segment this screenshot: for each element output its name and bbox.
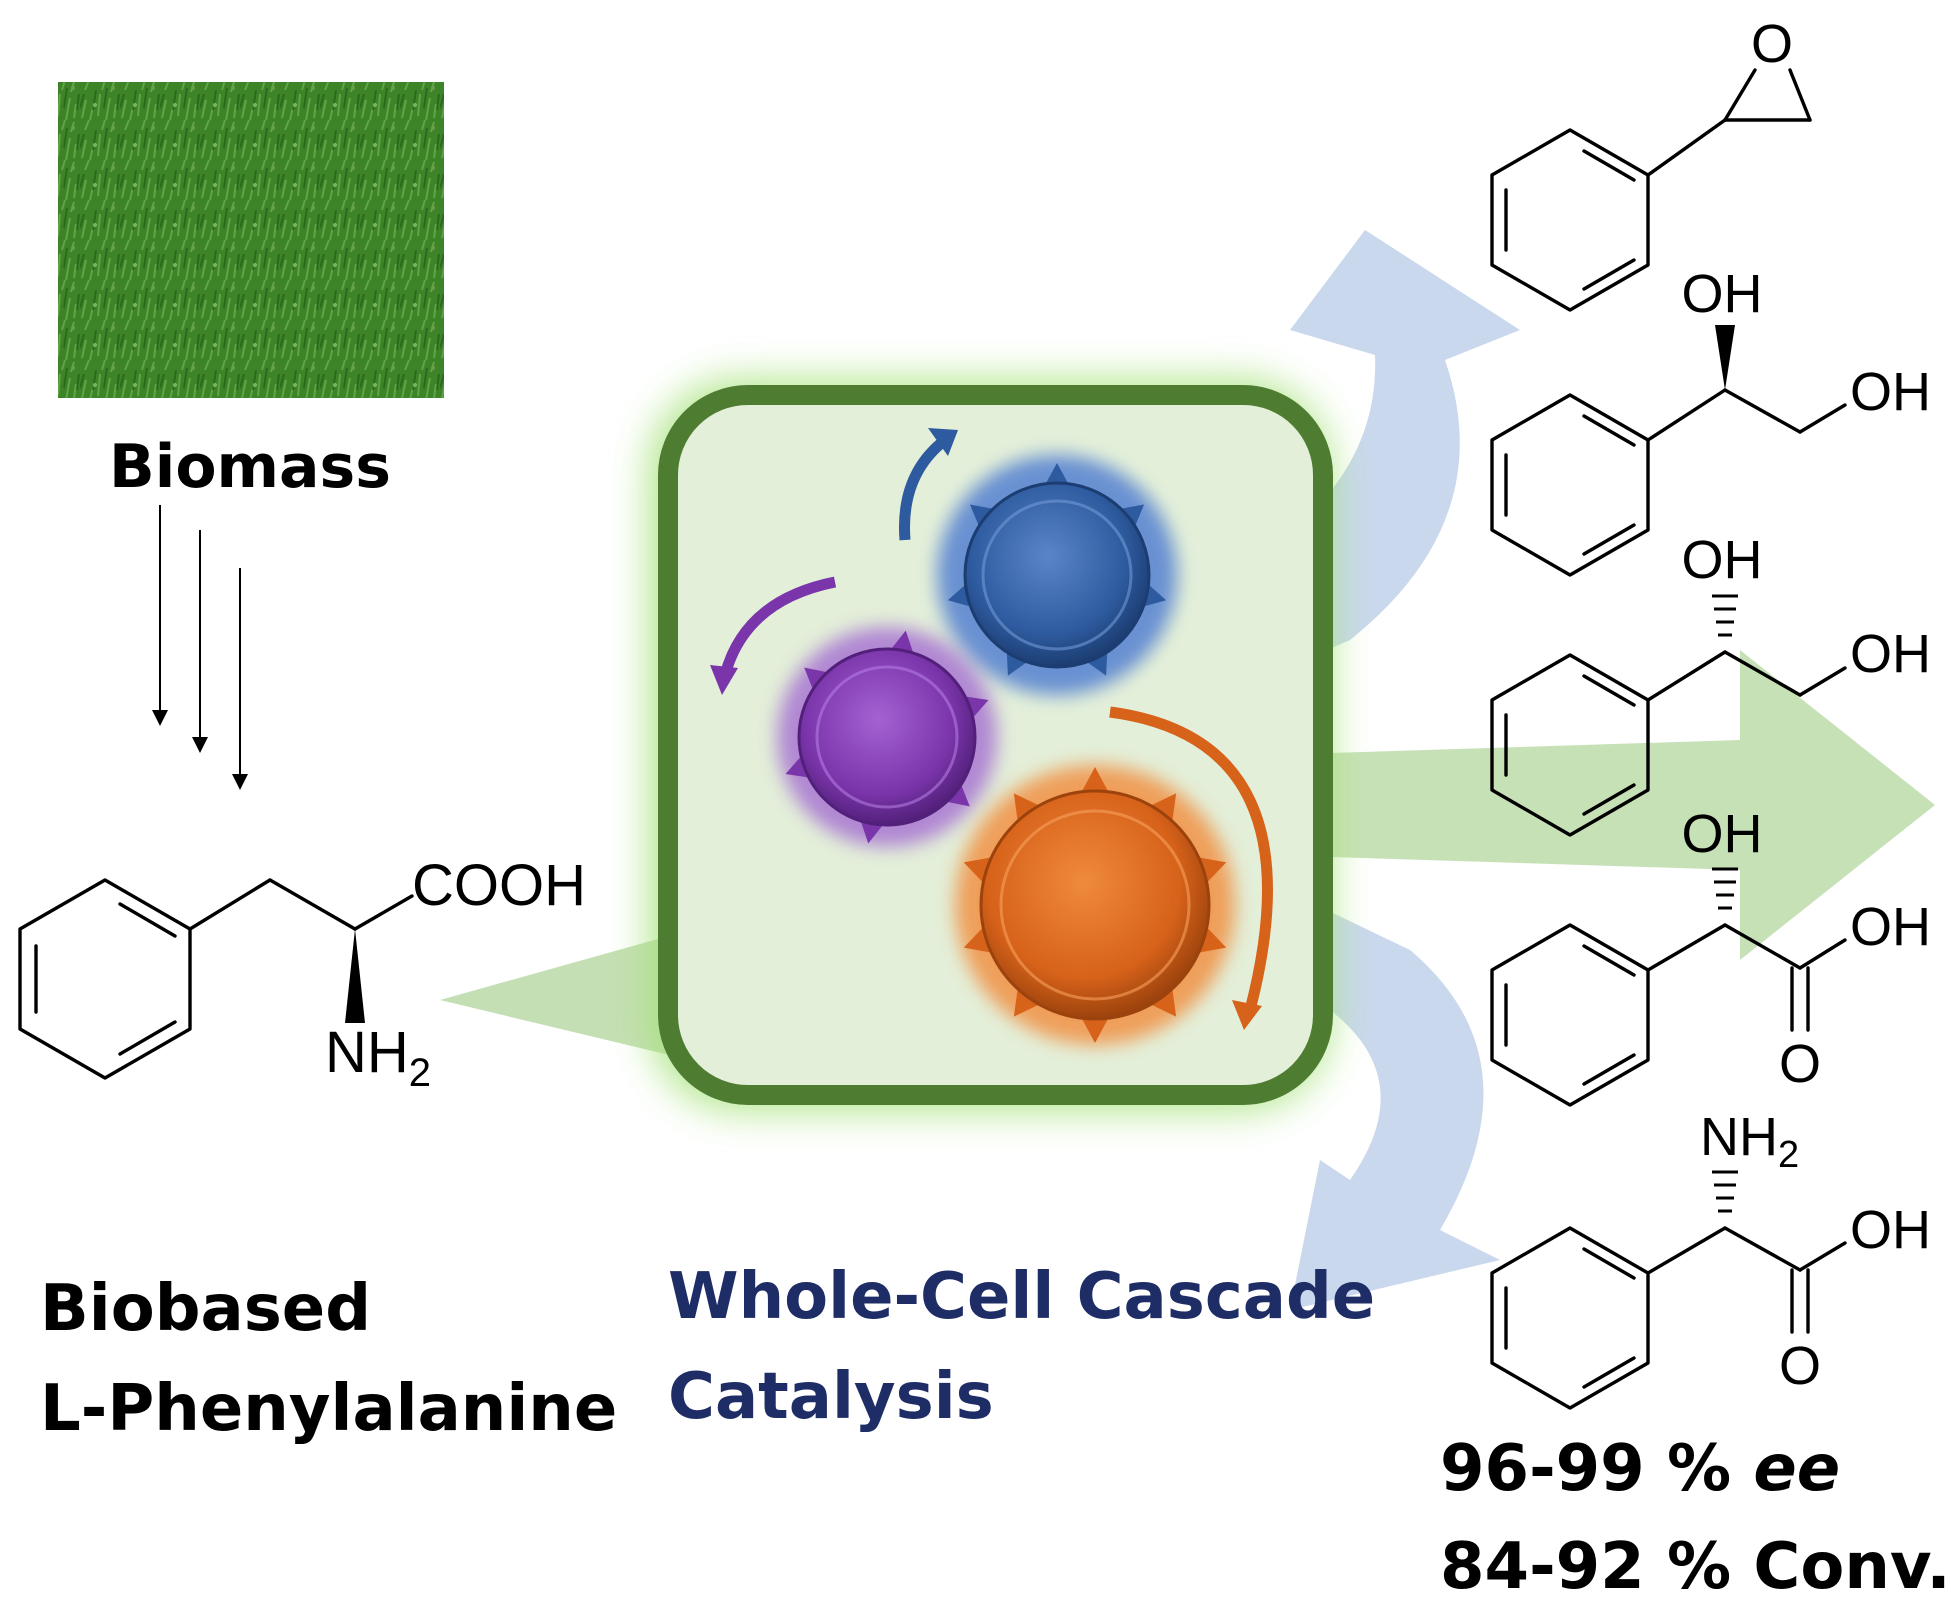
phenylalanine-structure — [18, 878, 414, 1080]
phenylalanine-cooh: COOH — [412, 853, 586, 918]
biomass-conversion-arrows — [152, 505, 248, 790]
mandelic-oh-top: OH — [1682, 804, 1763, 864]
ee-unit: ee — [1753, 1432, 1840, 1506]
phenylglycine-o-bottom: O — [1779, 1336, 1821, 1396]
biomass-label: Biomass — [109, 432, 391, 502]
mandelic-oh-right: OH — [1850, 897, 1931, 957]
arrow-green-middle — [1110, 650, 1935, 960]
substrate-label-line1: Biobased — [40, 1272, 371, 1346]
ee-value: 96-99 % — [1440, 1432, 1753, 1506]
catalysis-label-line1: Whole-Cell Cascade — [668, 1260, 1375, 1334]
diol-s-oh-top: OH — [1682, 530, 1763, 590]
phenylalanine-nh2: NH2 — [325, 1020, 431, 1095]
phenylglycine-oh-right: OH — [1850, 1200, 1931, 1260]
ee-result: 96-99 % ee — [1440, 1432, 1840, 1506]
product-diol-s: OH OH — [1490, 530, 1931, 837]
diol-r-oh-top: OH — [1682, 264, 1763, 324]
blue-gear — [899, 428, 1177, 695]
arrow-blue-lower — [1110, 830, 1500, 1310]
epoxide-o: O — [1751, 14, 1793, 74]
phenylalanine-nh-sub: 2 — [409, 1051, 431, 1095]
product-phenylglycine: NH2 OH O — [1490, 1107, 1931, 1410]
substrate-label-line2: L-Phenylalanine — [40, 1372, 617, 1446]
orange-gear — [955, 706, 1273, 1045]
purple-rotation-arrow — [719, 576, 837, 677]
product-epoxide: O — [1490, 14, 1812, 312]
blue-rotation-arrow — [899, 435, 949, 541]
orange-rotation-arrow — [1109, 706, 1273, 1012]
phenylglycine-nh-sub: 2 — [1778, 1134, 1799, 1176]
product-mandelic-acid: OH OH O — [1490, 804, 1931, 1107]
biomass-grass-image — [58, 82, 444, 398]
purple-gear — [710, 576, 997, 847]
mandelic-o-bottom: O — [1779, 1034, 1821, 1094]
diol-s-oh-right: OH — [1850, 624, 1931, 684]
phenylglycine-nh2: NH2 — [1700, 1107, 1799, 1176]
conversion-result: 84-92 % Conv. — [1440, 1530, 1951, 1604]
catalysis-label-line2: Catalysis — [668, 1360, 994, 1434]
diol-r-oh-right: OH — [1850, 362, 1931, 422]
phenylalanine-nh: NH — [325, 1020, 409, 1085]
phenylglycine-nh: NH — [1700, 1107, 1778, 1167]
product-diol-r: OH OH — [1490, 264, 1931, 577]
arrow-green-input — [440, 930, 690, 1060]
